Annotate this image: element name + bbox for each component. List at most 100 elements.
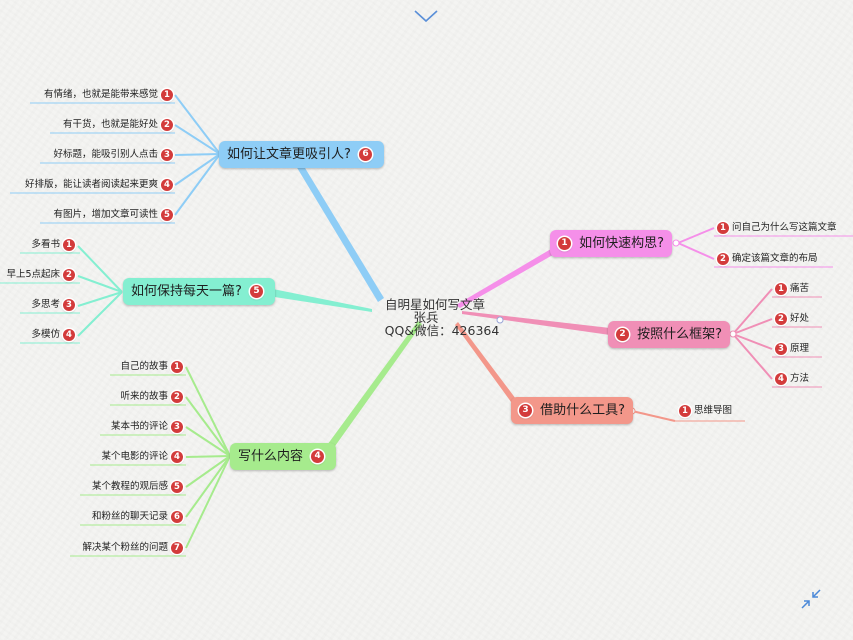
priority-badge: 1 (679, 404, 691, 417)
leaf-text: 某个电影的评论 (101, 451, 168, 462)
leaf-text: 多看书 (31, 239, 60, 250)
content-leaf-underlines (70, 374, 186, 557)
leaf-text: 多思考 (31, 299, 60, 310)
priority-badge: 3 (161, 148, 173, 161)
topic-framework[interactable]: 2 按照什么框架? (608, 321, 731, 348)
leaf-text: 多模仿 (31, 329, 60, 340)
topic-tools-badge: 3 (519, 404, 532, 417)
topic-framework-badge: 2 (616, 328, 629, 341)
chevron-down-icon[interactable] (413, 8, 439, 27)
priority-badge: 3 (775, 342, 787, 355)
topic-conceive[interactable]: 1 如何快速构思? (550, 230, 673, 257)
topic-content-label: 写什么内容 (238, 449, 304, 464)
priority-badge: 1 (775, 282, 787, 295)
leaf-text: 和粉丝的聊天记录 (91, 511, 168, 522)
branch-attract (296, 163, 384, 302)
central-contact: QQ&微信：426364 (384, 323, 500, 338)
topic-tools[interactable]: 3 借助什么工具? (511, 397, 634, 424)
priority-badge: 1 (63, 238, 75, 251)
priority-badge: 7 (171, 541, 183, 554)
priority-badge: 4 (161, 178, 173, 191)
central-topic[interactable]: 自明星如何写文章 张兵 QQ&微信：426364 (360, 298, 510, 337)
branch-daily (268, 288, 372, 312)
daily-leaf-connectors (77, 245, 123, 337)
leaf-text: 自己的故事 (120, 361, 168, 372)
priority-badge: 1 (171, 360, 183, 373)
leaf-text: 思维导图 (694, 405, 733, 416)
framework-leaf-connectors (732, 288, 773, 380)
leaf-text: 确定该篇文章的布局 (732, 253, 818, 264)
leaf-text: 有干货，也就是能好处 (62, 119, 158, 130)
priority-badge: 1 (717, 221, 729, 234)
priority-badge: 3 (171, 420, 183, 433)
collapse-icon[interactable] (800, 588, 822, 614)
leaf-text: 有情绪，也就是能带来感觉 (43, 89, 158, 100)
attract-leaf-connectors (174, 94, 221, 216)
leaf-text: 方法 (790, 373, 810, 384)
central-title: 自明星如何写文章 (384, 297, 485, 312)
leaf-text: 某个教程的观后感 (91, 481, 168, 492)
leaf-text: 早上5点起床 (6, 269, 60, 280)
leaf-text: 有图片，增加文章可读性 (53, 209, 158, 220)
topic-attract-label: 如何让文章更吸引人? (227, 147, 351, 162)
leaf-text: 好排版，能让读者阅读起来更爽 (24, 179, 158, 190)
leaf-text: 好处 (790, 313, 810, 324)
conceive-leaf-underlines (714, 235, 853, 268)
priority-badge: 2 (717, 252, 729, 265)
topic-daily-label: 如何保持每天一篇? (131, 284, 242, 299)
conceive-fold-dot (672, 239, 680, 247)
branch-content (322, 321, 422, 456)
topic-attract[interactable]: 如何让文章更吸引人? 6 (219, 141, 385, 168)
leaf-text: 问自己为什么写这篇文章 (732, 222, 837, 233)
daily-leaf-underlines (0, 252, 80, 344)
priority-badge: 5 (161, 208, 173, 221)
topic-framework-label: 按照什么框架? (637, 327, 723, 342)
framework-leaf-underlines (772, 296, 822, 388)
branch-tools (455, 322, 519, 406)
leaf-text: 痛苦 (790, 283, 810, 294)
attract-leaf-underlines (10, 102, 175, 224)
priority-badge: 3 (63, 298, 75, 311)
topic-daily-badge: 5 (250, 285, 264, 298)
topic-tools-label: 借助什么工具? (540, 403, 626, 418)
priority-badge: 2 (63, 268, 75, 281)
priority-badge: 1 (161, 88, 173, 101)
leaf-text: 某本书的评论 (110, 421, 168, 432)
leaf-text: 解决某个粉丝的问题 (82, 542, 168, 553)
topic-attract-badge: 6 (359, 148, 373, 161)
priority-badge: 4 (171, 450, 183, 463)
priority-badge: 5 (171, 480, 183, 493)
priority-badge: 2 (161, 118, 173, 131)
topic-content[interactable]: 写什么内容 4 (230, 443, 337, 470)
content-leaf-connectors (185, 366, 231, 549)
conceive-leaf-connectors (677, 227, 715, 260)
priority-badge: 2 (171, 390, 183, 403)
priority-badge: 6 (171, 510, 183, 523)
topic-daily[interactable]: 如何保持每天一篇? 5 (123, 278, 276, 305)
leaf-text: 好标题，能吸引别人点击 (53, 149, 158, 160)
